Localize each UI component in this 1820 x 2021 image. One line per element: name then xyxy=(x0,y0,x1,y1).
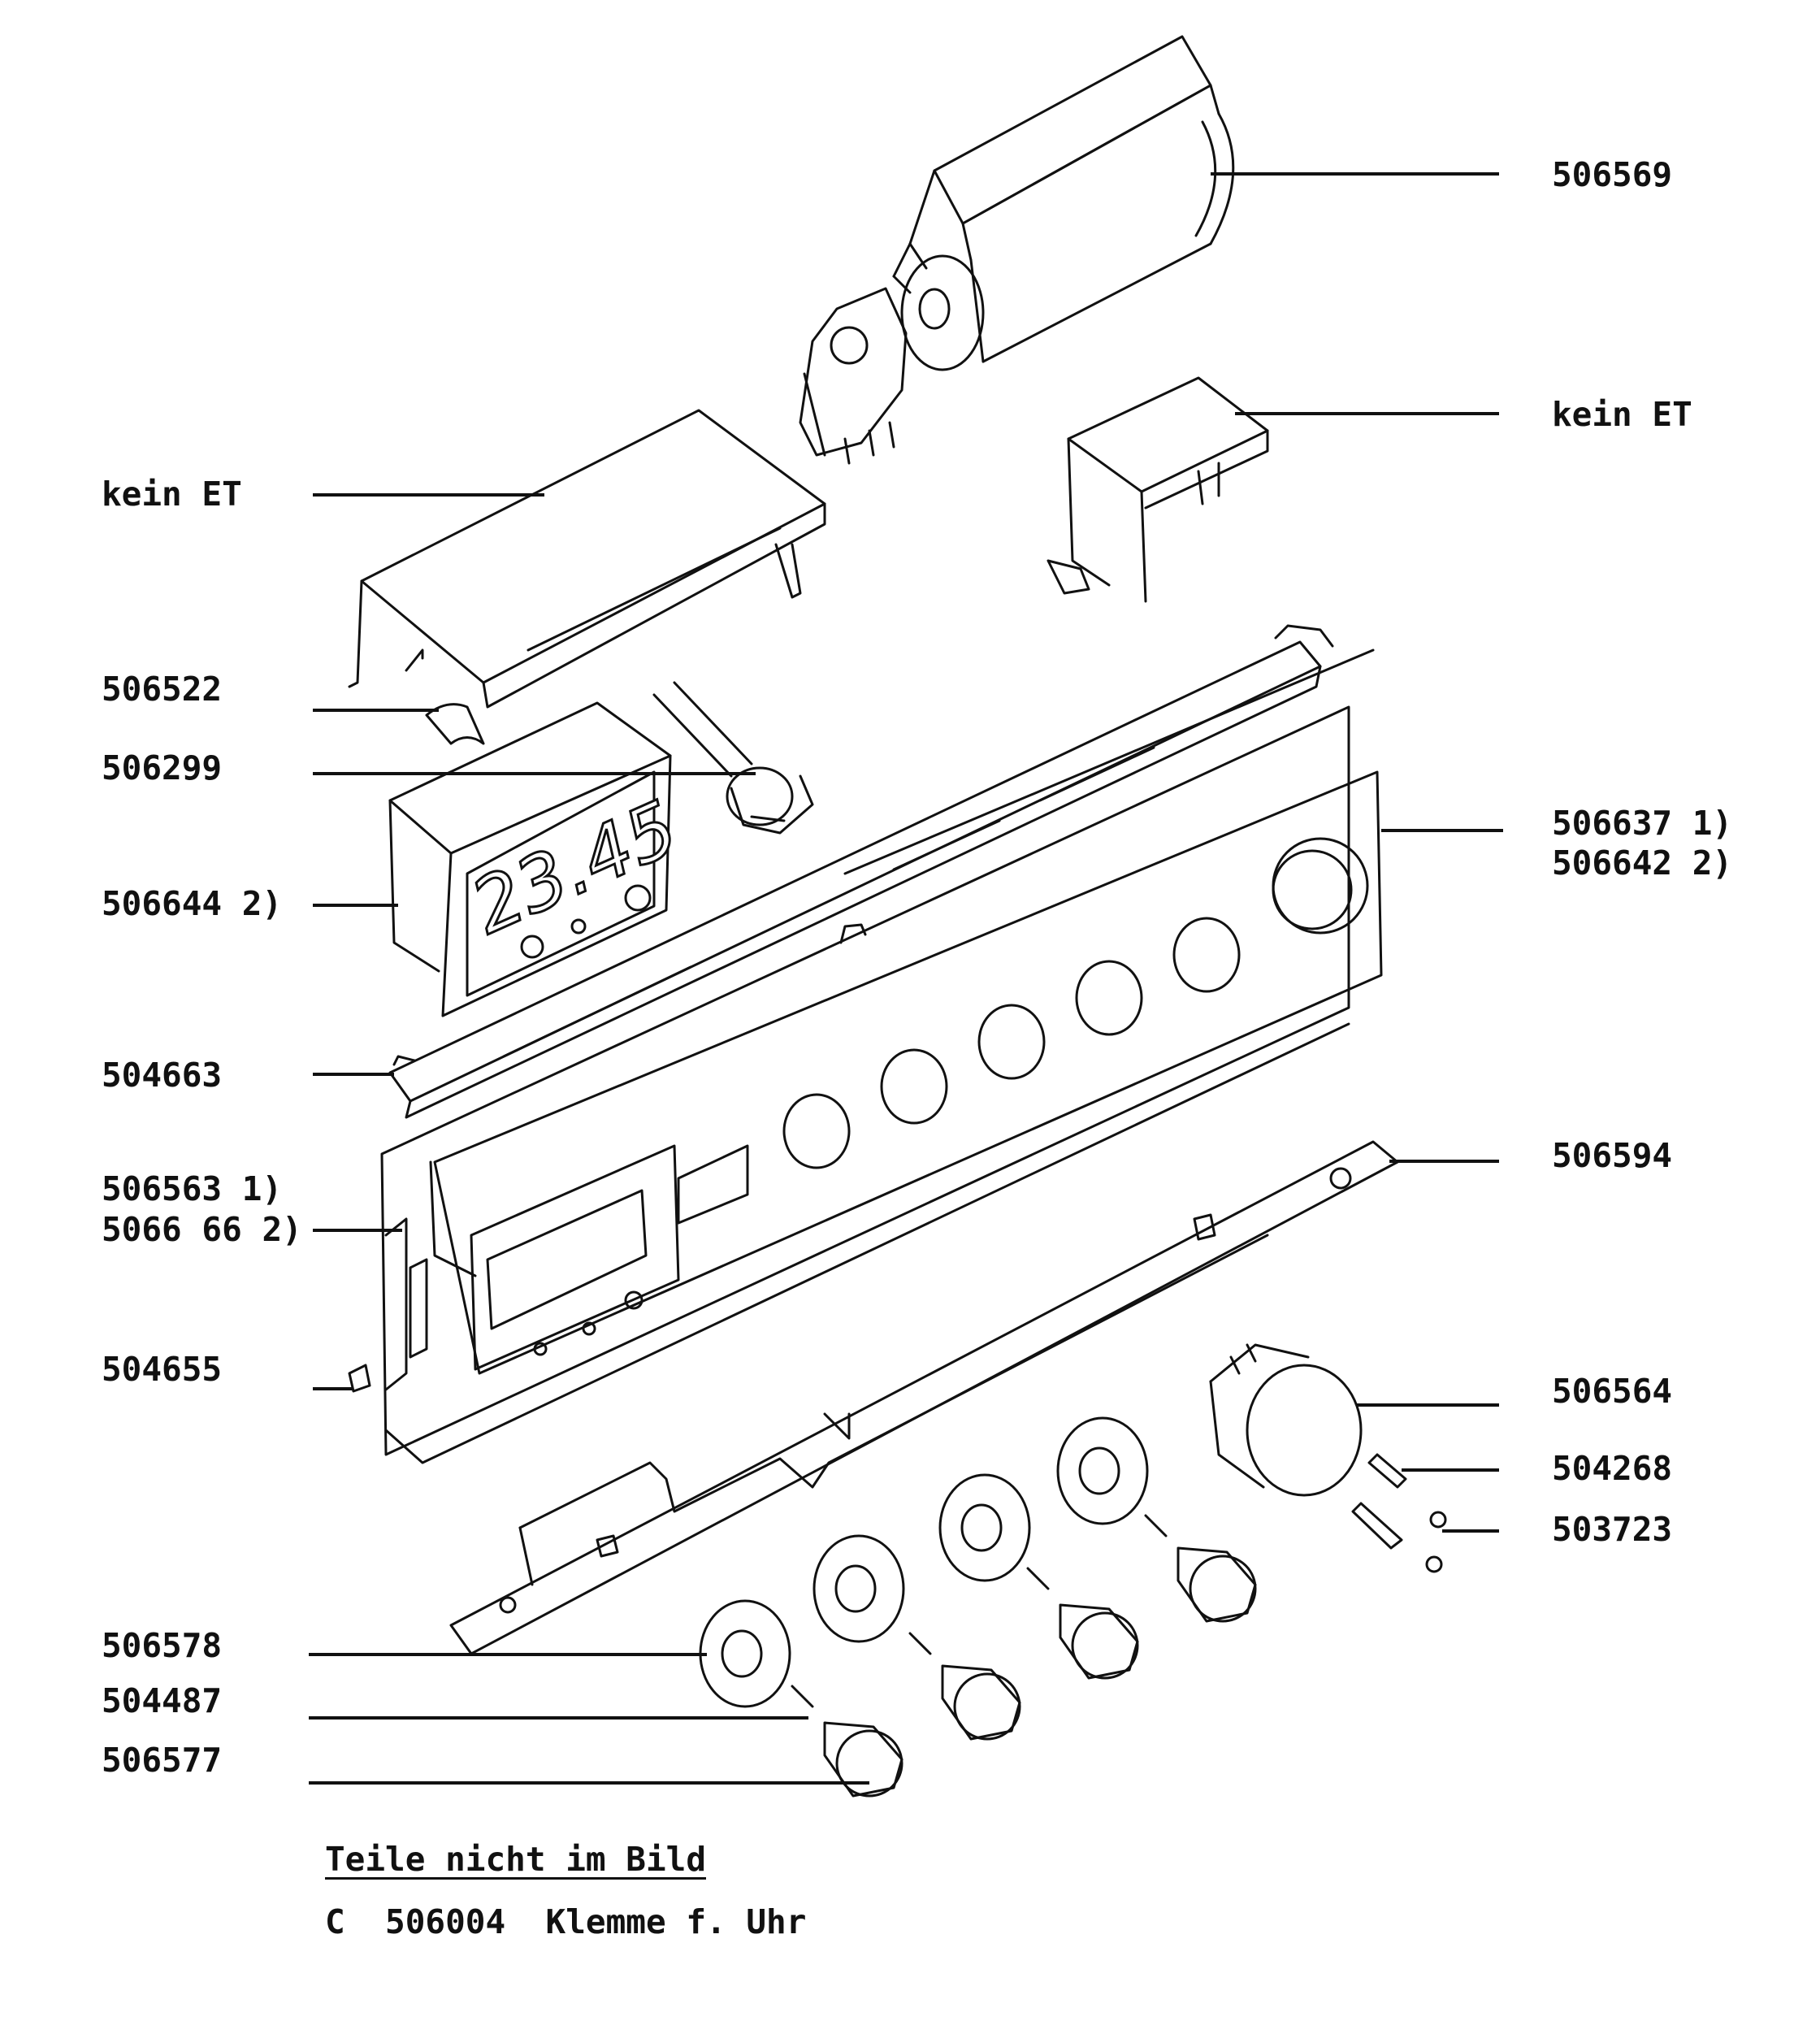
knob-rings-drawing xyxy=(700,1418,1147,1707)
leader-line xyxy=(1381,829,1503,832)
leader-line xyxy=(1357,1403,1499,1407)
label-kein-et-left: kein ET xyxy=(102,475,242,514)
lamp-holder-drawing xyxy=(654,683,812,833)
label-bezel-1: 506637 1) xyxy=(1552,804,1733,843)
large-knob-drawing xyxy=(1211,1345,1361,1495)
upper-rail-drawing xyxy=(390,626,1332,1117)
label-screw: 504655 xyxy=(102,1350,223,1389)
leader-line xyxy=(309,1653,707,1656)
notes-line: C 506004 Klemme f. Uhr xyxy=(325,1902,807,1941)
leader-line xyxy=(313,772,756,775)
label-bezel-2: 506642 2) xyxy=(1552,844,1733,883)
label-clip: 506522 xyxy=(102,670,223,709)
label-upper-rail: 504663 xyxy=(102,1056,223,1095)
label-spring: 504487 xyxy=(102,1681,223,1720)
leader-line xyxy=(313,709,439,712)
label-pin: 504268 xyxy=(1552,1449,1673,1488)
springs-drawing xyxy=(792,1516,1166,1707)
leader-line xyxy=(313,1387,353,1390)
leader-line xyxy=(1442,1529,1499,1533)
leader-line xyxy=(313,1229,402,1232)
label-knob-ring: 506578 xyxy=(102,1626,223,1665)
label-panel-frame-1: 506563 1) xyxy=(102,1169,283,1208)
label-bottom-rail: 506594 xyxy=(1552,1136,1673,1175)
leader-line xyxy=(309,1716,808,1720)
leader-line xyxy=(1235,412,1499,415)
panel-frame-drawing xyxy=(382,707,1349,1463)
label-motor: 506569 xyxy=(1552,155,1673,194)
leader-line xyxy=(313,904,398,907)
clock-display-text: 23.45 xyxy=(459,784,690,951)
front-bezel-drawing xyxy=(431,650,1381,1373)
label-knob: 506577 xyxy=(102,1741,223,1780)
knobs-drawing xyxy=(825,1548,1255,1796)
label-small-screw: 503723 xyxy=(1552,1510,1673,1549)
label-lamp-holder: 506299 xyxy=(102,748,223,787)
clip-drawing xyxy=(427,705,483,744)
label-large-knob: 506564 xyxy=(1552,1372,1673,1411)
leader-line xyxy=(1211,172,1499,176)
label-panel-frame-2: 5066 66 2) xyxy=(102,1210,302,1249)
clock-drawing xyxy=(390,703,670,1016)
leader-line xyxy=(1402,1468,1499,1472)
leader-line xyxy=(1389,1160,1499,1163)
notes-title: Teile nicht im Bild xyxy=(325,1840,706,1879)
label-kein-et-right: kein ET xyxy=(1552,395,1692,434)
small-cover-drawing xyxy=(1048,378,1268,601)
small-parts-drawing xyxy=(1353,1455,1445,1572)
label-clock: 506644 2) xyxy=(102,884,283,923)
large-cover-drawing xyxy=(349,410,825,707)
screw-504655-drawing xyxy=(349,1365,370,1391)
leader-line xyxy=(313,493,544,497)
leader-line xyxy=(309,1781,869,1785)
leader-line xyxy=(313,1073,394,1076)
motor-unit-drawing xyxy=(800,37,1233,463)
